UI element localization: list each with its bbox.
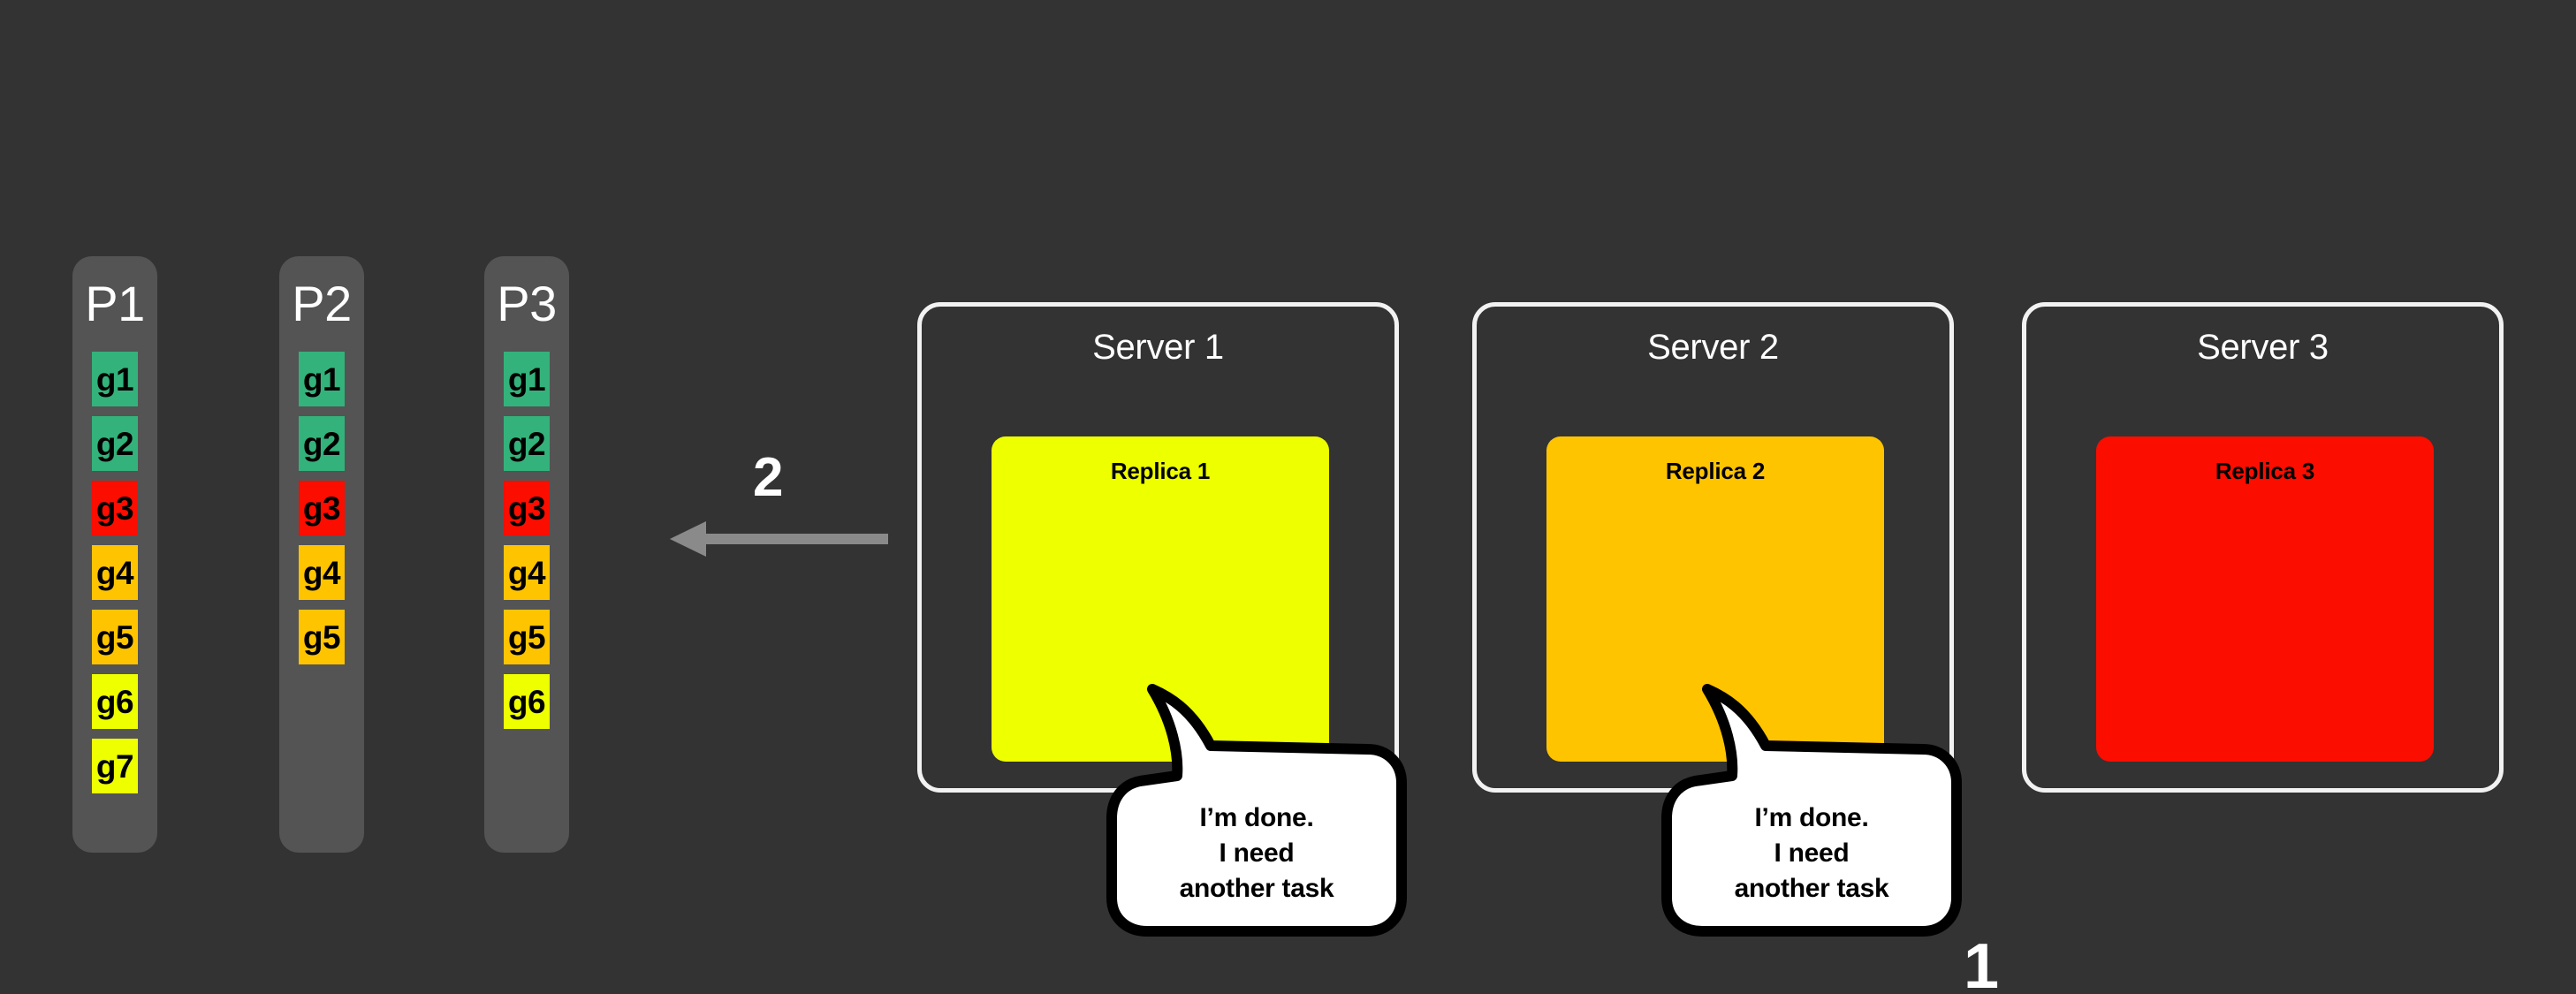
- task-tile-label: g3: [95, 489, 134, 527]
- replica-label-2: Replica 2: [1665, 458, 1766, 484]
- fetch-task-arrow-icon: [667, 517, 888, 561]
- task-tile: g1: [504, 352, 550, 406]
- partition-column-p2: P2 g1 g2 g3 g4 g5: [279, 256, 364, 853]
- task-tile: g4: [299, 545, 345, 600]
- task-tile: g5: [92, 610, 138, 664]
- replica-box-3: Replica 3: [2096, 436, 2434, 762]
- partition-title-p1: P1: [85, 276, 145, 331]
- task-tile-label: g4: [95, 554, 134, 591]
- bubble-line-1: I’m done.: [1754, 803, 1869, 832]
- speech-bubble-1: I’m done. I need another task: [1106, 684, 1407, 937]
- task-tile: g6: [504, 674, 550, 729]
- bubble-line-1: I’m done.: [1199, 803, 1314, 832]
- task-tile: g1: [299, 352, 345, 406]
- task-tile: g7: [92, 739, 138, 793]
- task-tile-label: g1: [95, 360, 134, 398]
- task-tile-label: g1: [507, 360, 546, 398]
- task-tile: g2: [504, 416, 550, 471]
- task-tile-label: g2: [507, 425, 546, 462]
- task-tile-label: g2: [95, 425, 134, 462]
- task-tile-label: g3: [507, 489, 546, 527]
- task-tile-label: g4: [302, 554, 341, 591]
- task-tile-label: g7: [95, 747, 134, 785]
- replica-label-1: Replica 1: [1110, 458, 1211, 484]
- task-tile-label: g6: [95, 683, 134, 720]
- task-tile: g3: [299, 481, 345, 535]
- partition-tiles-p3: g1 g2 g3 g4 g5 g6: [504, 352, 550, 739]
- bubble-line-2: I need: [1219, 838, 1295, 868]
- task-tile: g4: [504, 545, 550, 600]
- task-tile: g2: [92, 416, 138, 471]
- task-tile: g3: [504, 481, 550, 535]
- task-tile: g6: [92, 674, 138, 729]
- task-tile-label: g6: [507, 683, 546, 720]
- partition-title-p3: P3: [497, 276, 557, 331]
- bubble-line-3: another task: [1734, 874, 1889, 903]
- server-box-3: Server 3: [2022, 302, 2504, 793]
- step-number-1: 1: [1964, 931, 2000, 994]
- partition-tiles-p1: g1 g2 g3 g4 g5 g6 g7: [92, 352, 138, 803]
- partition-title-p2: P2: [292, 276, 352, 331]
- task-tile-label: g5: [95, 618, 134, 656]
- task-tile: g3: [92, 481, 138, 535]
- task-tile-label: g3: [302, 489, 341, 527]
- task-tile: g5: [504, 610, 550, 664]
- task-tile: g4: [92, 545, 138, 600]
- task-tile-label: g4: [507, 554, 546, 591]
- speech-bubble-2: I’m done. I need another task: [1661, 684, 1962, 937]
- task-tile: g2: [299, 416, 345, 471]
- step-number-2: 2: [753, 447, 784, 508]
- task-tile-label: g2: [302, 425, 341, 462]
- server-title-2: Server 2: [1647, 328, 1779, 367]
- task-tile-label: g5: [302, 618, 341, 656]
- partition-tiles-p2: g1 g2 g3 g4 g5: [299, 352, 345, 674]
- partition-column-p1: P1 g1 g2 g3 g4 g5 g6 g7: [72, 256, 157, 853]
- task-tile-label: g1: [302, 360, 341, 398]
- replica-label-3: Replica 3: [2215, 458, 2315, 484]
- task-tile: g1: [92, 352, 138, 406]
- partition-column-p3: P3 g1 g2 g3 g4 g5 g6: [484, 256, 569, 853]
- bubble-line-2: I need: [1774, 838, 1850, 868]
- task-tile-label: g5: [507, 618, 546, 656]
- task-tile: g5: [299, 610, 345, 664]
- server-title-1: Server 1: [1092, 328, 1224, 367]
- server-title-3: Server 3: [2197, 328, 2329, 367]
- bubble-line-3: another task: [1179, 874, 1334, 903]
